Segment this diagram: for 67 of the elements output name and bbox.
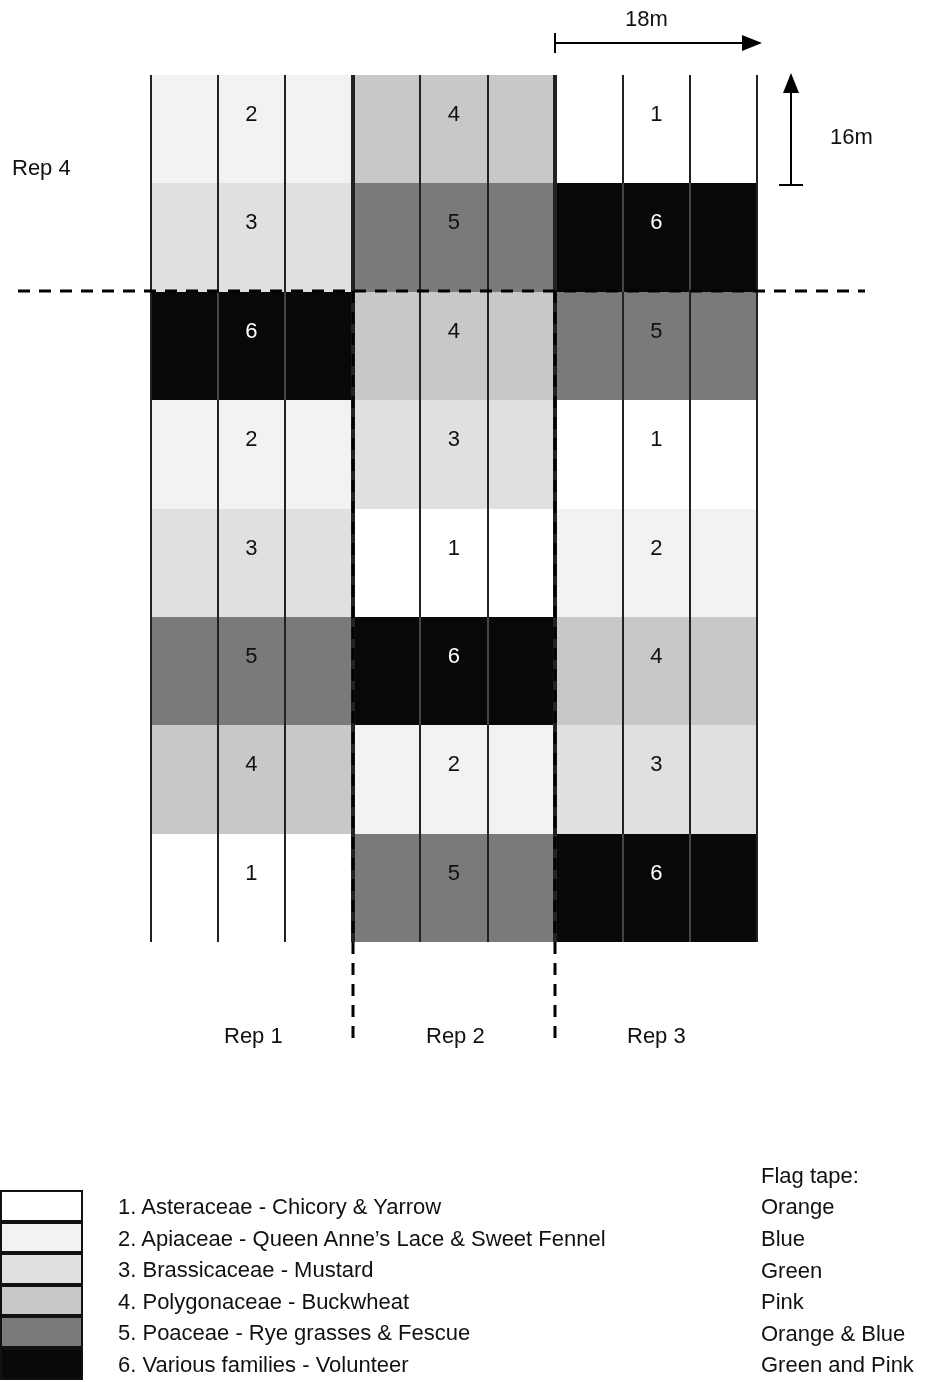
treatment-number: 1 (244, 861, 259, 884)
plot-block (150, 617, 353, 726)
rep-label: Rep 1 (224, 1025, 283, 1047)
treatment-number: 6 (649, 211, 664, 234)
plot-block (352, 508, 555, 617)
plot-block (150, 291, 353, 401)
flag-tape-color: Orange & Blue (761, 1323, 906, 1345)
treatment-number: 3 (649, 753, 664, 776)
treatment-number: 4 (446, 103, 461, 125)
plot-block (352, 291, 555, 401)
plot-block (150, 400, 353, 509)
plot-block (555, 291, 758, 401)
treatment-number: 1 (649, 428, 664, 451)
treatment-number: 1 (649, 103, 664, 125)
plot-block (150, 75, 353, 184)
legend-heading: Flag tape: (761, 1165, 859, 1187)
rep-label: Rep 4 (12, 157, 71, 179)
plot-block (150, 833, 353, 943)
treatment-number: 2 (649, 536, 664, 559)
legend-text: 3. Brassicaceae - Mustard (118, 1259, 374, 1282)
treatment-number: 5 (649, 319, 664, 342)
legend-text: 1. Asteraceae - Chicory & Yarrow (118, 1196, 442, 1218)
plot-block (555, 508, 758, 617)
treatment-number: 6 (244, 319, 259, 342)
plot-block (555, 725, 758, 834)
treatment-number: 1 (446, 536, 461, 559)
flag-tape-color: Orange (761, 1196, 835, 1218)
treatment-number: 6 (446, 645, 461, 667)
plot-block (352, 75, 555, 184)
rep-label: Rep 2 (426, 1025, 485, 1047)
plot-block (150, 725, 353, 834)
treatment-number: 5 (446, 861, 461, 884)
plot-block (352, 617, 555, 726)
plot-block (555, 183, 758, 292)
plot-block (352, 833, 555, 943)
plot-block (150, 508, 353, 617)
treatment-number: 2 (244, 103, 259, 125)
dimension-label: 16m (830, 126, 873, 148)
plot-block (555, 617, 758, 726)
treatment-number: 3 (244, 536, 259, 559)
treatment-number: 3 (244, 211, 259, 234)
plot-block (150, 183, 353, 292)
treatment-number: 5 (446, 211, 461, 234)
plot-block (352, 725, 555, 834)
flag-tape-color: Green (761, 1260, 823, 1282)
flag-tape-color: Green and Pink (761, 1354, 914, 1376)
legend-text: 6. Various families - Volunteer (118, 1354, 409, 1376)
treatment-number: 6 (649, 861, 664, 884)
plot-block (555, 400, 758, 509)
plot-block (352, 400, 555, 509)
plot-block (555, 75, 758, 184)
flag-tape-color: Pink (761, 1291, 804, 1313)
rep-label: Rep 3 (627, 1025, 686, 1047)
legend-text: 5. Poaceae - Rye grasses & Fescue (118, 1322, 471, 1345)
treatment-number: 3 (446, 428, 461, 451)
legend-text: 4. Polygonaceae - Buckwheat (118, 1290, 410, 1313)
flag-tape-color: Blue (761, 1228, 806, 1250)
treatment-number: 2 (446, 753, 461, 776)
treatment-number: 5 (244, 645, 259, 667)
dimension-label: 18m (625, 8, 668, 30)
treatment-number: 4 (446, 319, 461, 342)
treatment-number: 4 (244, 753, 259, 776)
treatment-number: 4 (649, 645, 664, 667)
legend-text: 2. Apiaceae - Queen Anne’s Lace & Sweet Fennel (118, 1227, 606, 1250)
plot-block (555, 833, 758, 943)
plot-block (352, 183, 555, 292)
treatment-number: 2 (244, 428, 259, 451)
